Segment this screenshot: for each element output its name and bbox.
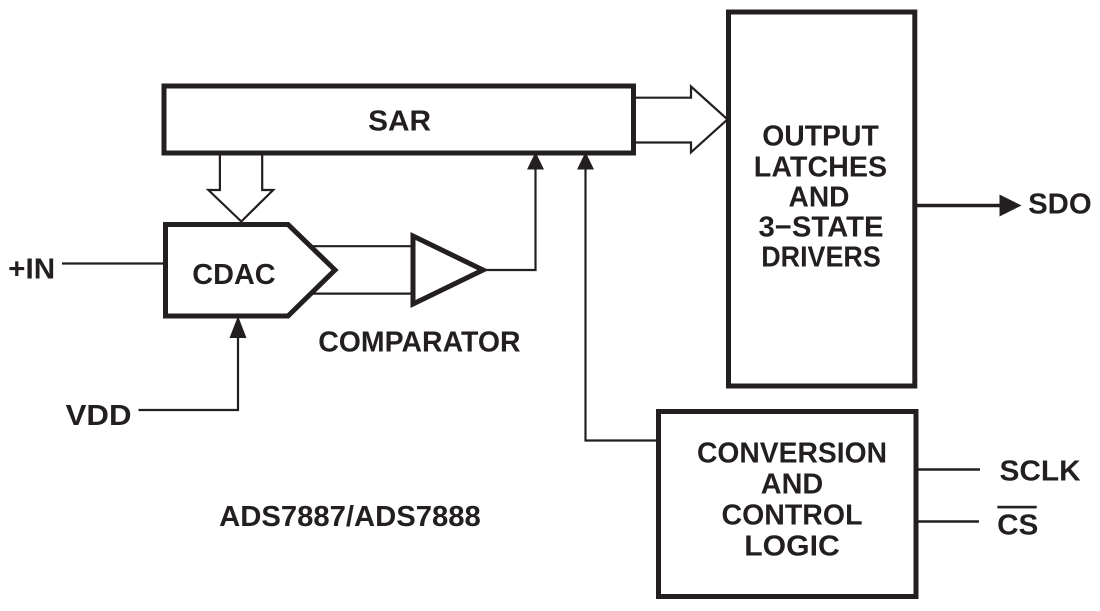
svg-text:3−STATE: 3−STATE	[759, 212, 884, 244]
svg-text:LATCHES: LATCHES	[754, 152, 887, 184]
svg-text:VDD: VDD	[66, 400, 132, 432]
svg-text:+IN: +IN	[8, 254, 55, 286]
svg-text:COMPARATOR: COMPARATOR	[318, 326, 520, 358]
svg-text:CONVERSION: CONVERSION	[697, 438, 887, 470]
svg-text:AND: AND	[789, 182, 850, 214]
svg-text:CDAC: CDAC	[192, 259, 275, 291]
svg-text:ADS7887/ADS7888: ADS7887/ADS7888	[219, 501, 481, 533]
svg-text:LOGIC: LOGIC	[744, 531, 840, 563]
svg-text:SCLK: SCLK	[1000, 455, 1081, 487]
svg-text:CONTROL: CONTROL	[722, 500, 863, 532]
svg-text:SAR: SAR	[368, 106, 431, 138]
svg-text:SDO: SDO	[1028, 189, 1092, 221]
svg-text:CS: CS	[997, 509, 1038, 541]
svg-text:AND: AND	[761, 469, 824, 501]
svg-text:OUTPUT: OUTPUT	[762, 121, 879, 153]
svg-text:DRIVERS: DRIVERS	[761, 242, 881, 274]
